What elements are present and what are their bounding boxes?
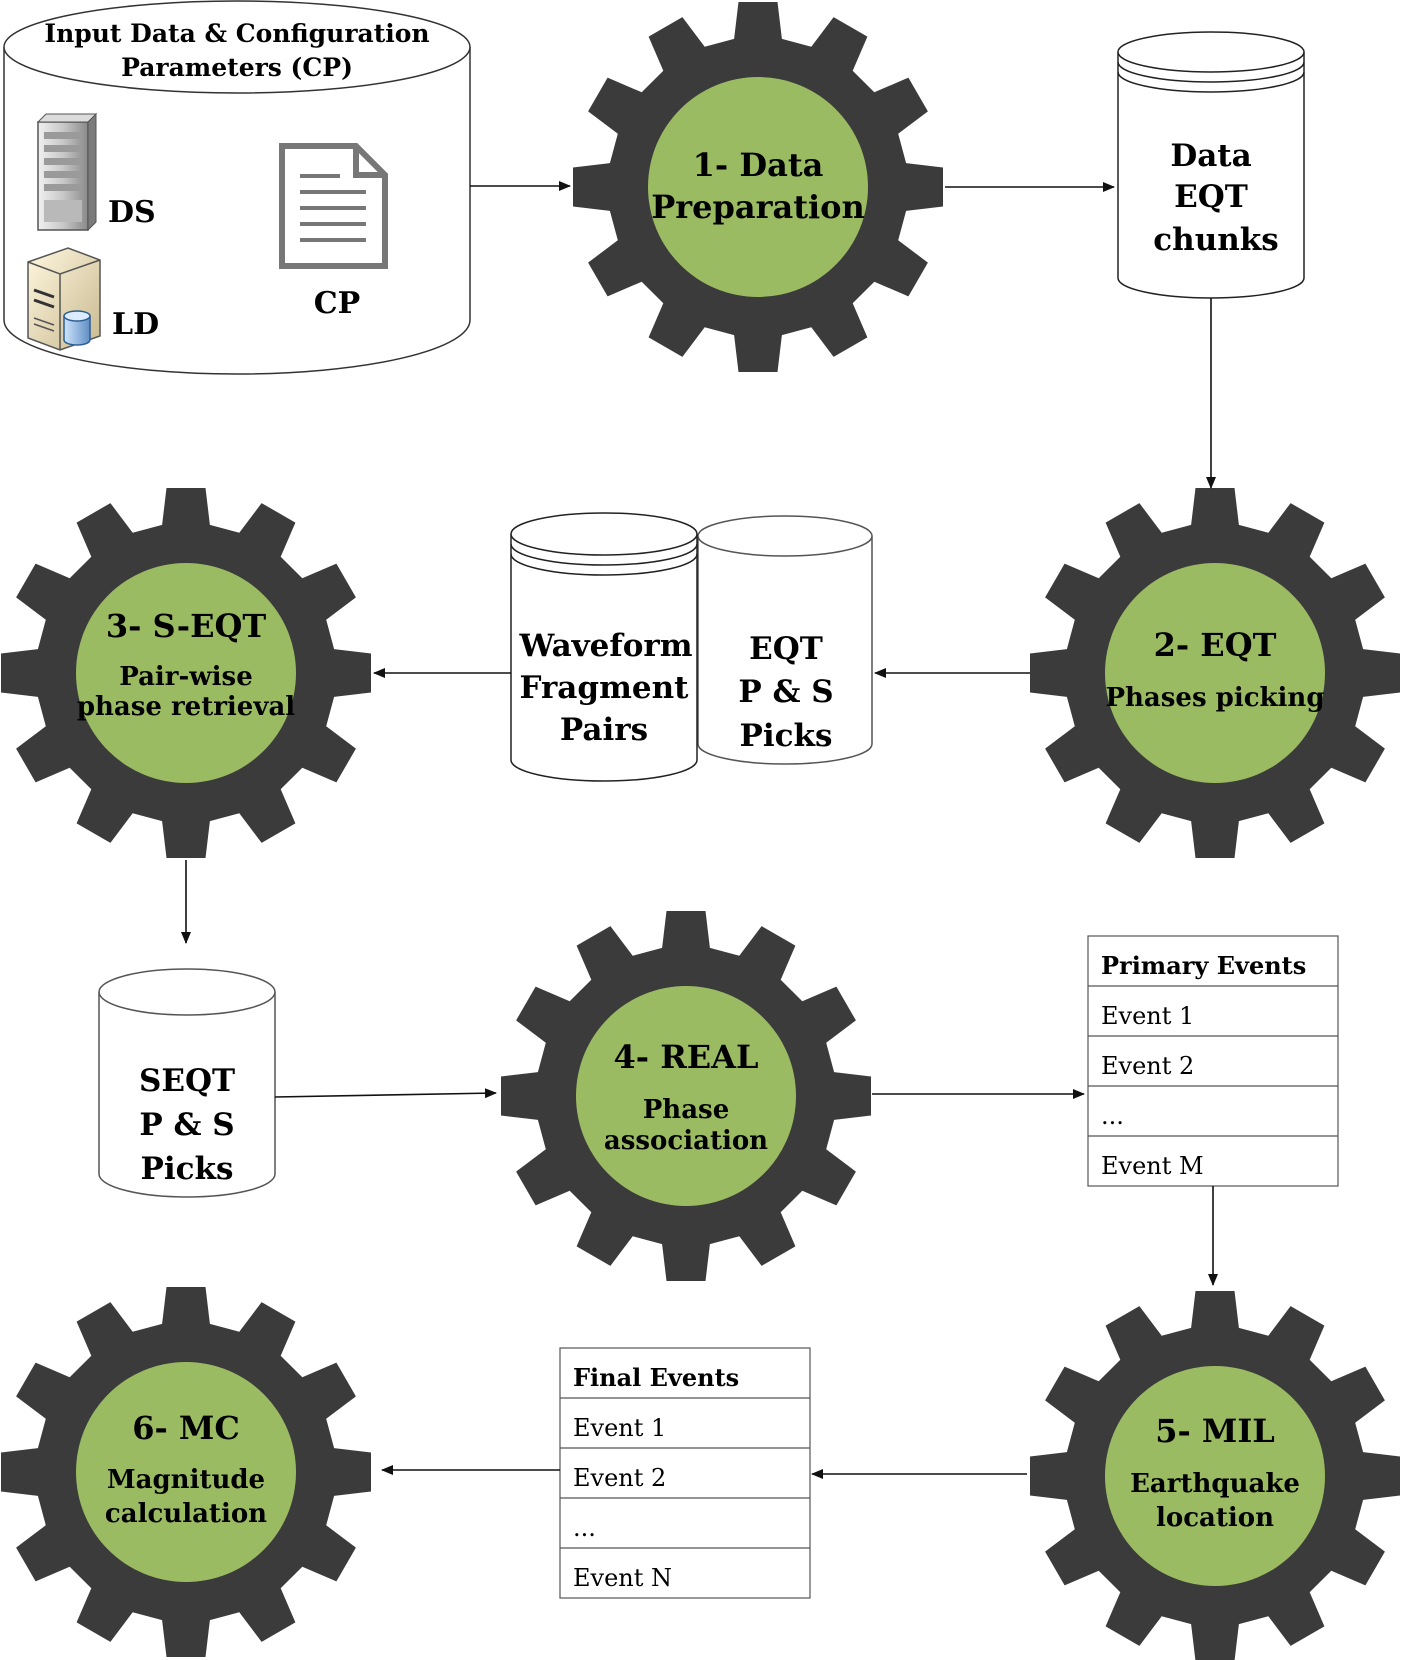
- primary-events-row: Event M: [1101, 1152, 1204, 1180]
- final-events-row: ...: [573, 1514, 596, 1542]
- final-events-row: Event 1: [573, 1414, 666, 1442]
- eqt-picks-line2: P & S: [738, 674, 833, 710]
- final-events-table: Final Events Event 1 Event 2 ... Event N: [559, 1347, 811, 1599]
- gear-center: [648, 77, 868, 297]
- ld-label: LD: [112, 307, 159, 342]
- final-events-row: Event 2: [573, 1464, 666, 1492]
- document-icon: [279, 143, 388, 269]
- input-store-top: [3, 0, 471, 94]
- gear-center: [1105, 563, 1325, 783]
- seqt-picks-store: SEQT P & S Picks: [98, 968, 276, 1198]
- gear-step-2-eqt: 2- EQT Phases picking: [1030, 488, 1400, 858]
- primary-events-row: Event 1: [1101, 1002, 1194, 1030]
- step-1-title-line2: Preparation: [651, 188, 865, 226]
- waveform-fragment-pairs-store: Waveform Fragment Pairs: [510, 512, 698, 782]
- primary-events-table: Primary Events Event 1 Event 2 ... Event…: [1087, 935, 1339, 1187]
- step-3-subtitle-line1: Pair-wise: [119, 662, 253, 692]
- input-data-store: Input Data & Configuration Parameters (C…: [3, 0, 471, 375]
- gear-step-4-real: 4- REAL Phase association: [501, 911, 871, 1281]
- gear-step-1-data-preparation: 1- Data Preparation: [573, 2, 943, 372]
- data-eqt-line3: chunks: [1153, 222, 1278, 258]
- primary-events-header: Primary Events: [1101, 951, 1306, 980]
- step-5-subtitle-line2: location: [1156, 1503, 1274, 1533]
- primary-events-row: Event 2: [1101, 1052, 1194, 1080]
- ds-label: DS: [108, 195, 156, 230]
- step-5-subtitle-line1: Earthquake: [1130, 1469, 1300, 1499]
- step-4-title: 4- REAL: [614, 1038, 759, 1076]
- step-4-subtitle-line2: association: [604, 1126, 768, 1156]
- arrow-seqt-to-step4: [274, 1088, 497, 1099]
- gear-step-5-mil: 5- MIL Earthquake location: [1030, 1291, 1400, 1660]
- seqt-picks-line2: P & S: [139, 1107, 234, 1143]
- step-4-subtitle-line1: Phase: [643, 1095, 729, 1125]
- input-store-body: [3, 47, 471, 375]
- eqt-picks-line1: EQT: [749, 631, 823, 667]
- step-1-title-line1: 1- Data: [693, 146, 824, 184]
- gear-center: [576, 986, 796, 1206]
- final-events-header: Final Events: [573, 1363, 739, 1392]
- flow-arrows: [181, 181, 1218, 1479]
- gear-center: [76, 563, 296, 783]
- input-store-title-line1: Input Data & Configuration: [44, 19, 429, 48]
- step-6-title: 6- MC: [132, 1409, 240, 1447]
- step-3-title: 3- S-EQT: [106, 607, 267, 645]
- step-6-subtitle-line2: calculation: [105, 1499, 267, 1529]
- gear-center: [1105, 1366, 1325, 1586]
- step-2-subtitle: Phases picking: [1105, 683, 1324, 713]
- data-eqt-line2: EQT: [1174, 179, 1248, 215]
- primary-events-row: ...: [1101, 1102, 1124, 1130]
- gear-step-6-mc: 6- MC Magnitude calculation: [1, 1287, 371, 1657]
- seqt-picks-line3: Picks: [141, 1151, 234, 1187]
- eqt-picks-line3: Picks: [740, 718, 833, 754]
- step-6-subtitle-line1: Magnitude: [107, 1465, 265, 1495]
- step-2-title: 2- EQT: [1154, 626, 1277, 664]
- waveform-line1: Waveform: [518, 628, 692, 664]
- data-eqt-chunks-store: Data EQT chunks: [1117, 31, 1305, 299]
- seqt-picks-line1: SEQT: [139, 1063, 235, 1099]
- input-store-title-line2: Parameters (CP): [121, 53, 353, 82]
- cp-label: CP: [314, 286, 360, 321]
- waveform-line3: Pairs: [560, 712, 648, 748]
- final-events-row: Event N: [573, 1564, 672, 1592]
- gear-step-3-s-eqt: 3- S-EQT Pair-wise phase retrieval: [1, 488, 371, 858]
- step-3-subtitle-line2: phase retrieval: [77, 692, 295, 722]
- data-eqt-line1: Data: [1170, 138, 1251, 174]
- eqt-picks-store: EQT P & S Picks: [697, 515, 873, 765]
- server-icon: [36, 112, 98, 232]
- step-5-title: 5- MIL: [1155, 1412, 1275, 1450]
- gear-center: [76, 1362, 296, 1582]
- waveform-line2: Fragment: [520, 670, 690, 706]
- local-database-icon: [27, 247, 101, 351]
